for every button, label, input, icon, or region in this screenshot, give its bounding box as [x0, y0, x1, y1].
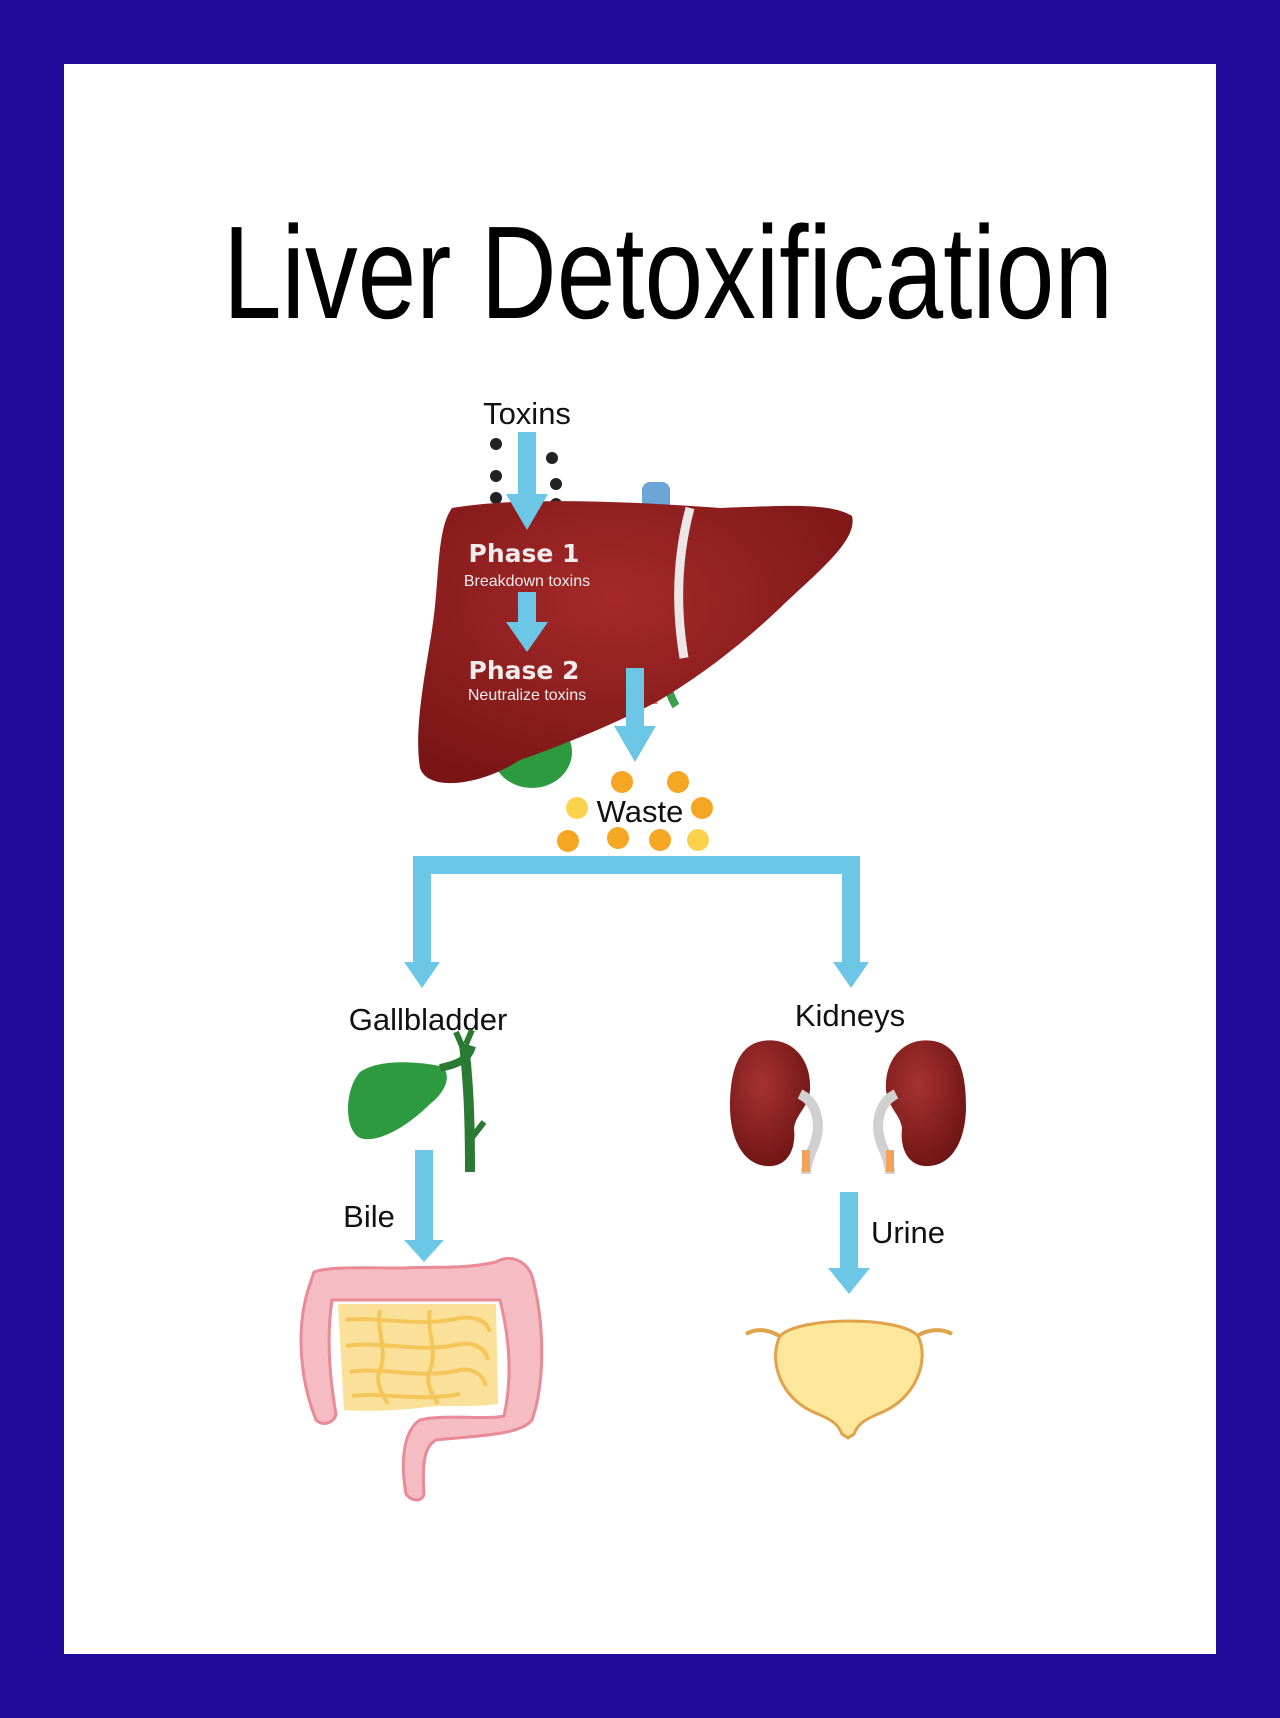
waste-label: Waste: [597, 794, 684, 829]
kidneys-label: Kidneys: [795, 998, 905, 1033]
phase2-sublabel: Neutralize toxins: [468, 687, 586, 704]
arrow-waste-shaft: [626, 668, 644, 728]
duct-branches: [453, 1028, 475, 1048]
kidney-left: [730, 1040, 811, 1167]
phase1-label: Phase 1: [469, 539, 580, 568]
bile-arrow: [404, 1150, 444, 1262]
gallbladder-illustration: [348, 1028, 487, 1173]
gallbladder-sac: [348, 1062, 447, 1140]
urine-arrow: [828, 1192, 870, 1294]
kidney-right: [885, 1040, 966, 1167]
toxin-particle: [550, 478, 562, 490]
arrow-toxins-head: [506, 494, 548, 530]
branch-arrows: [404, 856, 869, 988]
phase1-sublabel: Breakdown toxins: [464, 573, 590, 590]
gallbladder-label: Gallbladder: [349, 1002, 508, 1037]
branch-right-shaft: [842, 856, 860, 966]
liver-ligament: [674, 506, 695, 659]
toxin-particle: [546, 452, 558, 464]
toxin-particle: [490, 438, 502, 450]
branch-right-head: [833, 962, 869, 988]
liver-body: [418, 501, 853, 784]
large-intestine: [299, 1257, 544, 1502]
arrow-toxins-shaft: [518, 432, 536, 498]
bladder-ureter-left: [745, 1328, 784, 1340]
waste-particles: [557, 771, 713, 852]
page-title: Liver Detoxification: [223, 199, 1113, 346]
bile-duct: [459, 1043, 475, 1173]
liver-arrows: [506, 432, 656, 762]
arrow-phase-shaft: [518, 592, 536, 624]
kidneys-illustration: [730, 1040, 966, 1175]
small-intestine-folds: [345, 1309, 492, 1405]
intestines-illustration: [299, 1257, 544, 1502]
arrow-waste-head: [614, 726, 656, 762]
duct-side-branch: [467, 1120, 487, 1142]
bladder-illustration: [745, 1319, 953, 1440]
bladder-body: [774, 1319, 924, 1440]
toxin-particle: [490, 492, 502, 504]
phase2-label: Phase 2: [469, 656, 580, 685]
urine-label: Urine: [871, 1215, 945, 1250]
branch-left-shaft: [413, 856, 431, 966]
bile-label: Bile: [343, 1199, 395, 1234]
arrow-phase-head: [506, 622, 548, 652]
branch-left-head: [404, 962, 440, 988]
toxin-particle: [490, 470, 502, 482]
toxins-label: Toxins: [483, 396, 571, 431]
branch-horizontal: [413, 856, 860, 874]
